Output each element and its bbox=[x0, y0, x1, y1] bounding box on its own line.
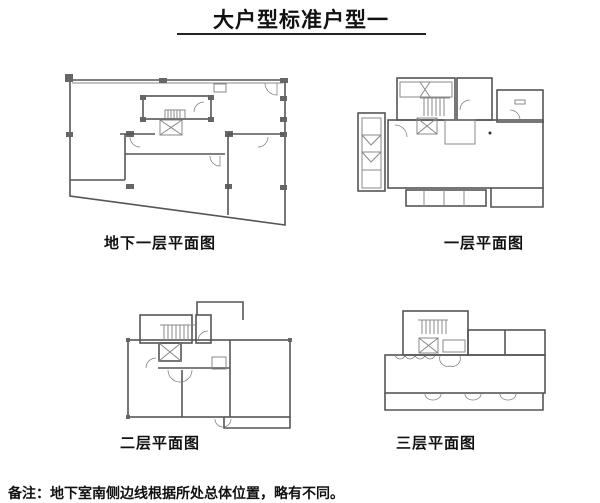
document-title: 大户型标准户型一 bbox=[213, 8, 389, 32]
third-floor-plan bbox=[384, 310, 546, 411]
basement-plan-caption: 地下一层平面图 bbox=[104, 234, 217, 252]
second-floor-plan bbox=[126, 301, 292, 429]
third-floor-plan-caption: 三层平面图 bbox=[396, 434, 477, 452]
first-floor-plan-caption: 一层平面图 bbox=[444, 234, 525, 252]
basement-floor-plan bbox=[65, 74, 288, 226]
second-floor-plan-caption: 二层平面图 bbox=[120, 434, 201, 452]
first-floor-plan bbox=[357, 77, 544, 208]
title-underline bbox=[177, 33, 426, 35]
footnote: 备注：地下室南侧边线根据所处总体位置，略有不同。 bbox=[8, 486, 344, 502]
